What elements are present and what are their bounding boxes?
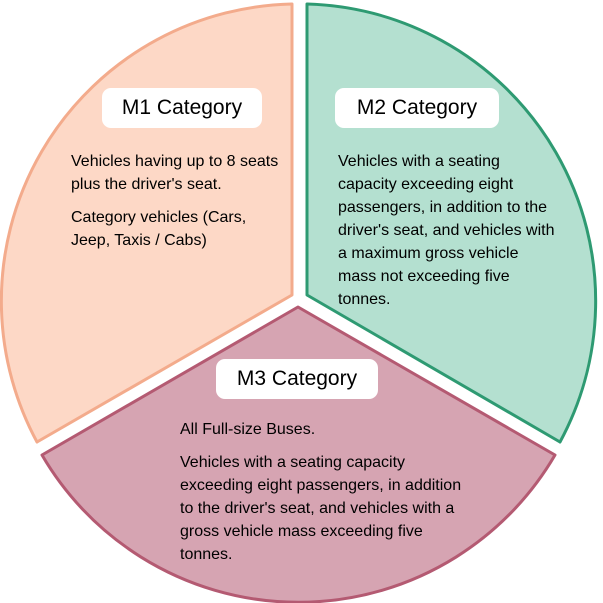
m3-paragraph-2: Vehicles with a seating capacity exceedi…: [180, 454, 462, 563]
m1-paragraph-2: Category vehicles (Cars, Jeep, Taxis / C…: [71, 209, 247, 249]
m1-description: Vehicles having up to 8 seats plus the d…: [71, 150, 283, 252]
m2-title: M2 Category: [335, 88, 499, 128]
m3-title: M3 Category: [216, 359, 378, 399]
m3-paragraph-1: All Full-size Buses.: [180, 421, 316, 438]
m1-title: M1 Category: [102, 88, 262, 128]
m1-paragraph-1: Vehicles having up to 8 seats plus the d…: [71, 153, 279, 193]
m2-description: Vehicles with a seating capacity exceedi…: [338, 150, 560, 311]
m2-paragraph-1: Vehicles with a seating capacity exceedi…: [338, 153, 555, 308]
m3-description: All Full-size Buses. Vehicles with a sea…: [180, 418, 465, 566]
m3-segment: [40, 305, 557, 603]
